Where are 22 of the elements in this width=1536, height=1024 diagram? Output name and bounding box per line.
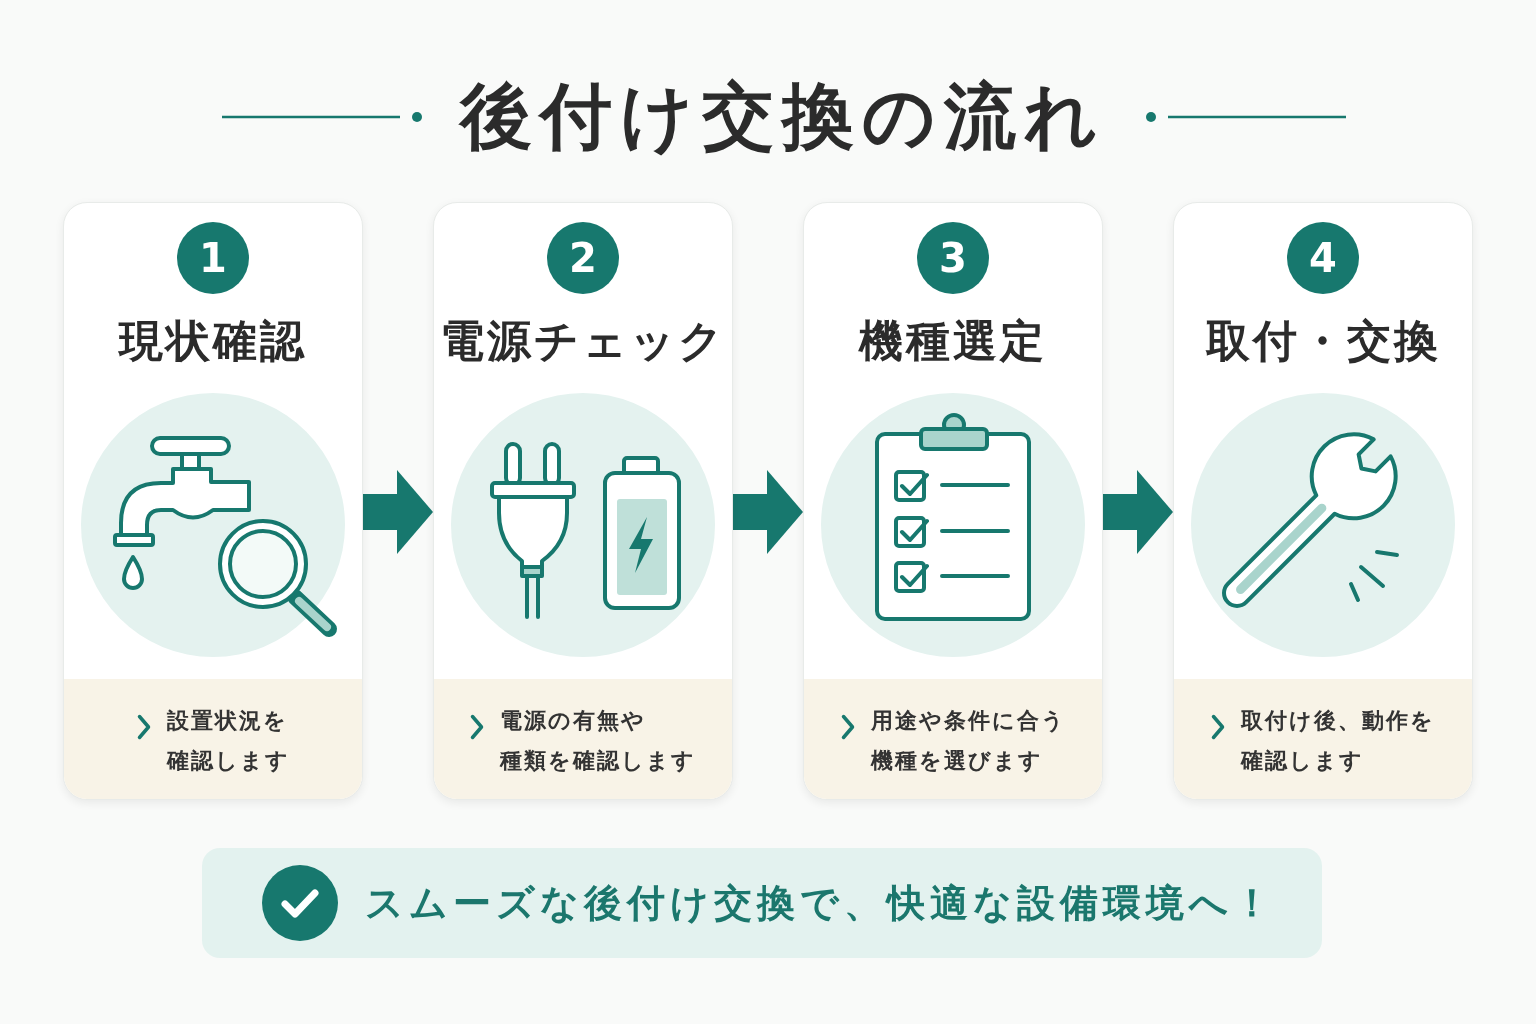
page-title: 後付け交換の流れ: [460, 74, 1106, 158]
step-description: 取付け後、動作を確認します: [1241, 707, 1435, 775]
step-number-badge: 4: [1287, 222, 1359, 294]
step-title: 取付・交換: [1205, 314, 1441, 368]
arrow: [1103, 470, 1173, 554]
step-number-badge: 3: [917, 222, 989, 294]
step-title: 電源チェック: [440, 314, 726, 368]
step-title: 機種選定: [859, 314, 1047, 368]
step-card: [433, 202, 733, 800]
step-description: 設置状況を確認します: [166, 707, 290, 775]
step-card: [1173, 202, 1473, 800]
step-description: 用途や条件に合う機種を選びます: [870, 707, 1066, 775]
step-card: [63, 202, 363, 800]
step-title: 現状確認: [119, 314, 307, 368]
message-banner: [202, 848, 1322, 958]
arrow: [733, 470, 803, 554]
step-number-badge: 1: [177, 222, 249, 294]
banner-message: スムーズな後付け交換で、快適な設備環境へ！: [365, 880, 1276, 927]
step-number-badge: 2: [547, 222, 619, 294]
step-card: [803, 202, 1103, 800]
arrow: [363, 470, 433, 554]
step-description: 電源の有無や種類を確認します: [500, 707, 696, 775]
